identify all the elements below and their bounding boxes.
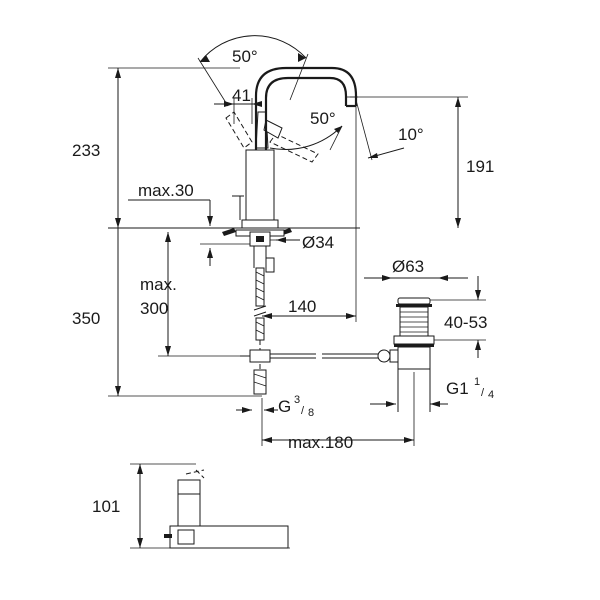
dimension-lines [108, 67, 486, 446]
label-diam-63: Ø63 [392, 257, 424, 276]
label-max-300-line1: max. [140, 275, 177, 294]
label-angle-top: 50° [232, 47, 258, 66]
label-height-350: 350 [72, 309, 100, 328]
label-max-30: max.30 [138, 181, 194, 200]
label-thread-g38: G [278, 397, 291, 416]
label-thread-g38-main: G [278, 397, 291, 416]
label-thread-g38-numerator: 3 [294, 394, 300, 406]
label-height-101: 101 [92, 497, 120, 516]
label-thread-g114-main: G1 [446, 379, 469, 398]
angle-arcs [197, 35, 343, 151]
label-max-300-line2: 300 [140, 299, 168, 318]
label-range-40-53: 40-53 [444, 313, 487, 332]
label-thread-g114-slash: / [481, 387, 485, 399]
label-width-41: 41 [232, 86, 251, 105]
faucet-body [225, 66, 358, 229]
label-max-180: max.180 [288, 433, 353, 452]
label-diam-34: Ø34 [302, 233, 334, 252]
label-length-140: 140 [288, 297, 316, 316]
dimension-labels: 50° 50° 41 10° 233 191 max.30 Ø34 Ø63 ma… [72, 47, 494, 516]
installation-assembly [222, 228, 380, 395]
label-height-191: 191 [466, 157, 494, 176]
side-view [130, 463, 290, 549]
label-thread-g114-numerator: 1 [474, 376, 480, 388]
label-angle-10: 10° [398, 125, 424, 144]
label-thread-g38-denominator: 8 [308, 407, 314, 419]
label-angle-side: 50° [310, 109, 336, 128]
popup-waste [377, 297, 435, 412]
label-thread-g114-denominator: 4 [488, 389, 494, 401]
label-thread-g38-slash: / [301, 405, 305, 417]
label-height-233: 233 [72, 141, 100, 160]
